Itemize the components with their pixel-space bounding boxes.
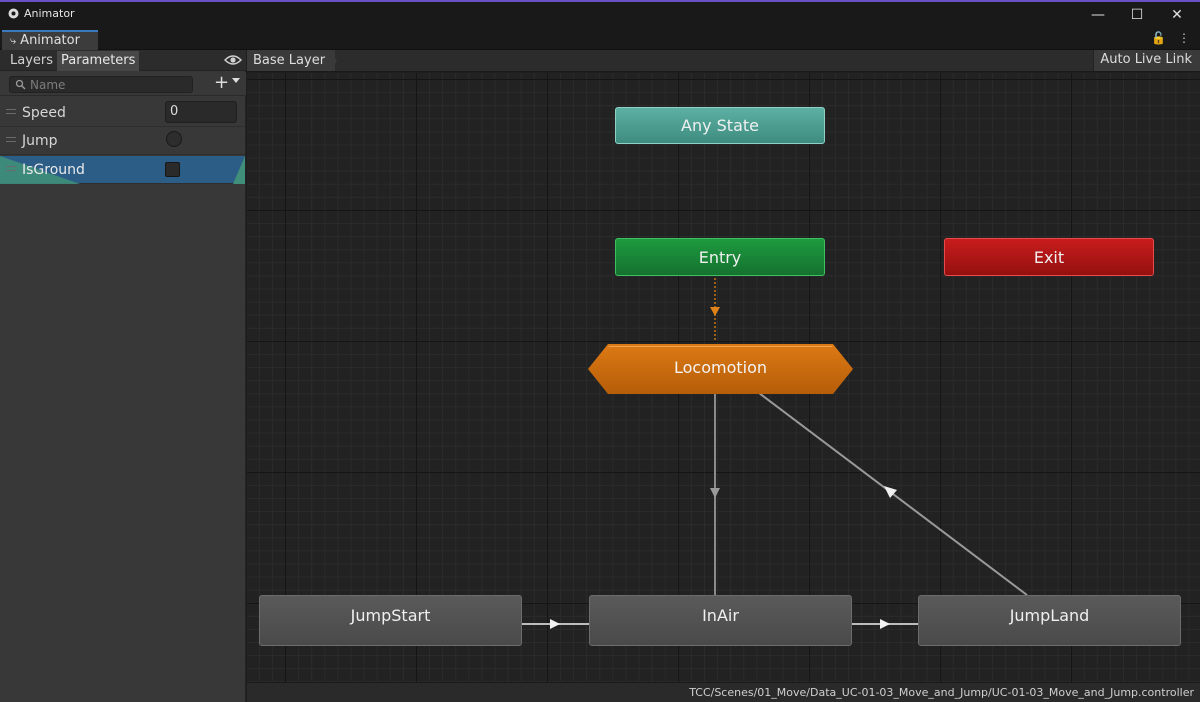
trigger-radio-button[interactable] <box>166 131 182 147</box>
parameter-name: IsGround <box>22 162 85 178</box>
arrow-icon <box>550 619 560 629</box>
entry-node[interactable]: Entry <box>615 238 825 276</box>
maximize-button[interactable]: ☐ <box>1130 7 1144 23</box>
search-input[interactable] <box>30 77 190 92</box>
tab-tools: 🔓 ⋮ <box>1143 31 1190 45</box>
parameter-name: Jump <box>22 133 58 149</box>
add-parameter-button[interactable]: + <box>214 72 230 93</box>
jumpland-node[interactable]: JumpLand <box>918 595 1181 646</box>
locomotion-node-highlight <box>590 346 851 392</box>
node-label: Locomotion <box>673 358 768 377</box>
search-row: + <box>0 72 246 96</box>
tab-animator-label: Animator <box>20 33 80 48</box>
speed-value-field[interactable]: 0 <box>165 101 237 123</box>
locomotion-node-shape <box>588 344 853 394</box>
graph-header: Base Layer Auto Live Link <box>247 50 1200 72</box>
jumpstart-node[interactable]: JumpStart <box>259 595 522 646</box>
lock-icon[interactable]: 🔓 <box>1151 31 1167 45</box>
kebab-menu-icon[interactable]: ⋮ <box>1178 31 1190 45</box>
isground-checkbox[interactable] <box>165 162 180 177</box>
arrow-icon <box>710 307 720 316</box>
close-button[interactable]: ✕ <box>1171 7 1183 23</box>
eye-icon[interactable] <box>224 53 242 67</box>
exit-node[interactable]: Exit <box>944 238 1154 276</box>
controller-path: TCC/Scenes/01_Move/Data_UC-01-03_Move_an… <box>689 686 1194 699</box>
any-state-node[interactable]: Any State <box>615 107 825 144</box>
transition-lines <box>522 278 1028 629</box>
auto-live-link-button[interactable]: Auto Live Link <box>1093 50 1200 71</box>
breadcrumb-arrow <box>329 50 337 72</box>
tab-parameters[interactable]: Parameters <box>57 51 139 71</box>
window-title: Animator <box>24 7 75 20</box>
node-label: Any State <box>681 116 759 135</box>
search-icon <box>15 79 26 90</box>
parameter-row-isground[interactable]: IsGround <box>0 156 245 184</box>
node-label: Exit <box>1033 248 1065 267</box>
parameter-name: Speed <box>22 105 66 121</box>
window-tab-bar: ⤷Animator <box>0 28 1200 50</box>
node-label: Entry <box>698 248 742 267</box>
animator-icon: ⤷ <box>10 34 17 47</box>
node-label: InAir <box>702 606 739 625</box>
parameters-panel: Layers Parameters + Speed 0 <box>0 50 246 702</box>
tab-layers[interactable]: Layers <box>10 53 54 68</box>
minimize-button[interactable]: — <box>1091 7 1105 23</box>
title-bar: Animator — ☐ ✕ <box>0 2 1200 28</box>
parameter-row-speed[interactable]: Speed 0 <box>0 99 245 127</box>
panel-tabs: Layers Parameters <box>0 50 246 71</box>
search-box <box>9 76 193 93</box>
drag-handle-icon[interactable] <box>6 137 16 142</box>
tab-animator[interactable]: ⤷Animator <box>2 30 98 50</box>
drag-handle-icon[interactable] <box>6 166 16 171</box>
breadcrumb-base-layer[interactable]: Base Layer <box>247 50 336 71</box>
drag-handle-icon[interactable] <box>6 109 16 114</box>
locomotion-node[interactable]: Locomotion <box>588 344 853 394</box>
arrow-icon <box>710 488 720 498</box>
inair-node[interactable]: InAir <box>589 595 852 646</box>
node-label: JumpLand <box>1009 606 1090 625</box>
arrow-icon <box>880 619 890 629</box>
state-machine-graph[interactable]: Any State Entry Exit Locomotion JumpStar… <box>247 73 1200 682</box>
node-label: JumpStart <box>350 606 431 625</box>
chevron-down-icon[interactable] <box>232 78 240 83</box>
parameter-row-jump[interactable]: Jump <box>0 127 245 155</box>
selection-highlight <box>233 156 245 184</box>
unity-logo-icon <box>8 8 19 19</box>
status-bar: TCC/Scenes/01_Move/Data_UC-01-03_Move_an… <box>247 682 1200 702</box>
arrow-icon <box>884 486 897 498</box>
window-top-edge <box>0 0 1200 2</box>
